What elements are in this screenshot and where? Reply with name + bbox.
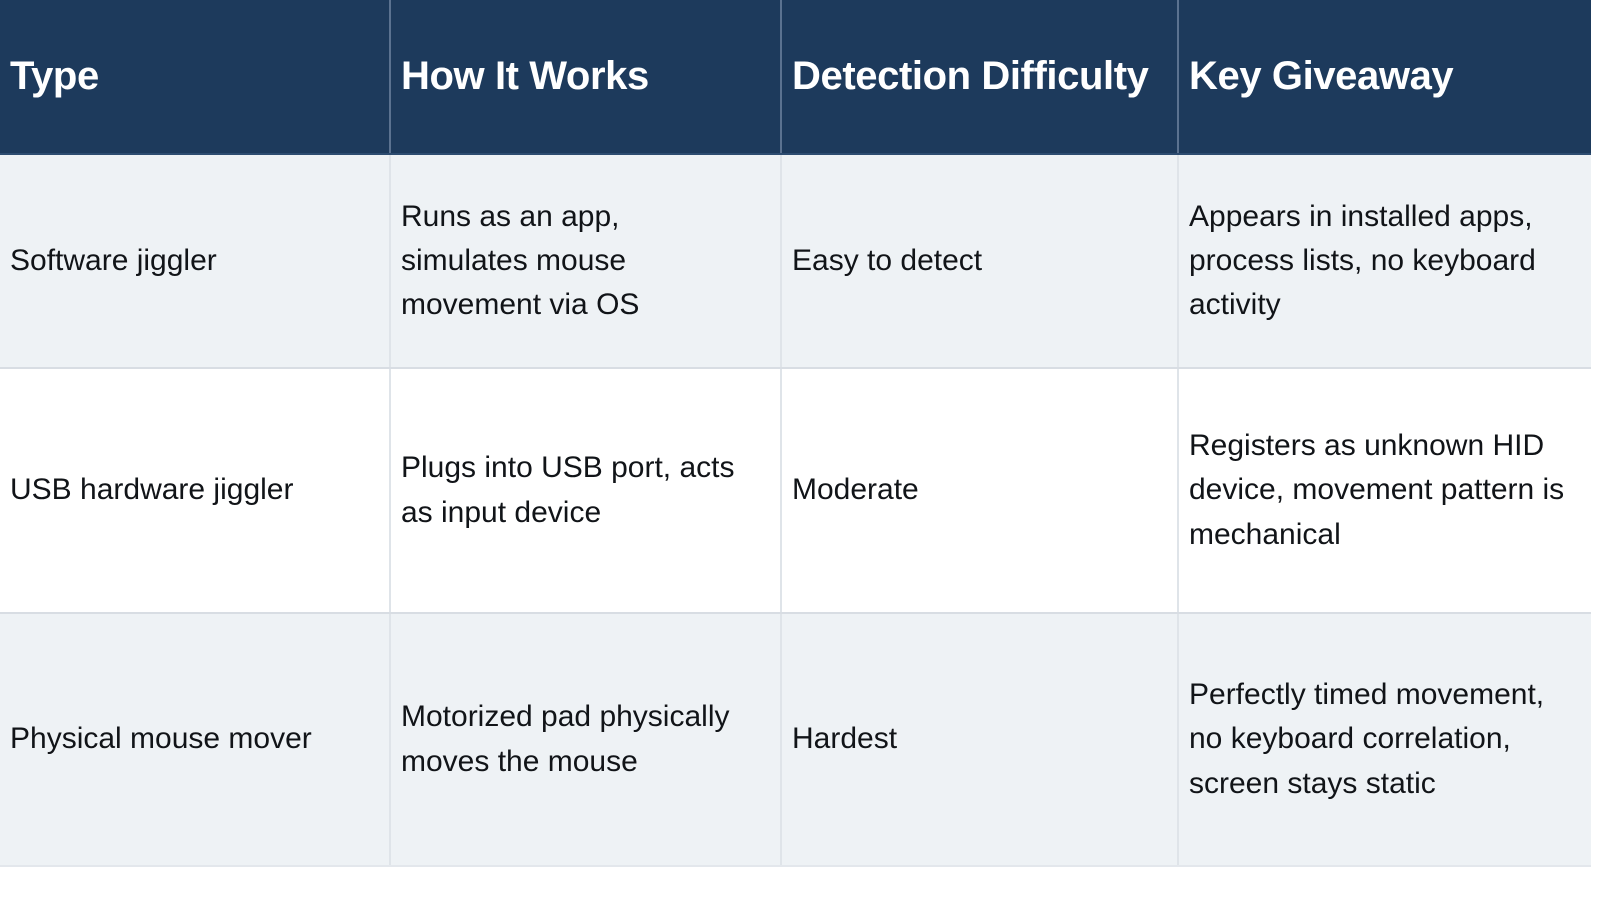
cell-how-it-works: Runs as an app, simulates mouse movement…	[390, 154, 782, 369]
column-header-type: Type	[0, 0, 391, 155]
cell-how-it-works: Motorized pad physically moves the mouse	[390, 613, 782, 867]
comparison-table: Type How It Works Detection Difficulty K…	[0, 0, 1591, 867]
cell-key-giveaway: Appears in installed apps, process lists…	[1178, 154, 1591, 369]
table-row: USB hardware jiggler Plugs into USB port…	[0, 368, 1591, 614]
column-header-key-giveaway: Key Giveaway	[1178, 0, 1591, 155]
table-header: Type How It Works Detection Difficulty K…	[0, 0, 1591, 155]
column-header-detection-difficulty: Detection Difficulty	[781, 0, 1179, 155]
cell-type: Software jiggler	[0, 154, 391, 369]
cell-detection-difficulty: Moderate	[781, 368, 1179, 614]
table-row: Software jiggler Runs as an app, simulat…	[0, 154, 1591, 369]
cell-key-giveaway: Perfectly timed movement, no keyboard co…	[1178, 613, 1591, 867]
cell-detection-difficulty: Easy to detect	[781, 154, 1179, 369]
column-header-how-it-works: How It Works	[390, 0, 782, 155]
table-header-row: Type How It Works Detection Difficulty K…	[0, 0, 1591, 155]
cell-key-giveaway: Registers as unknown HID device, movemen…	[1178, 368, 1591, 614]
cell-how-it-works: Plugs into USB port, acts as input devic…	[390, 368, 782, 614]
cell-type: USB hardware jiggler	[0, 368, 391, 614]
cell-detection-difficulty: Hardest	[781, 613, 1179, 867]
cell-type: Physical mouse mover	[0, 613, 391, 867]
table-row: Physical mouse mover Motorized pad physi…	[0, 613, 1591, 867]
table-body: Software jiggler Runs as an app, simulat…	[0, 154, 1591, 867]
